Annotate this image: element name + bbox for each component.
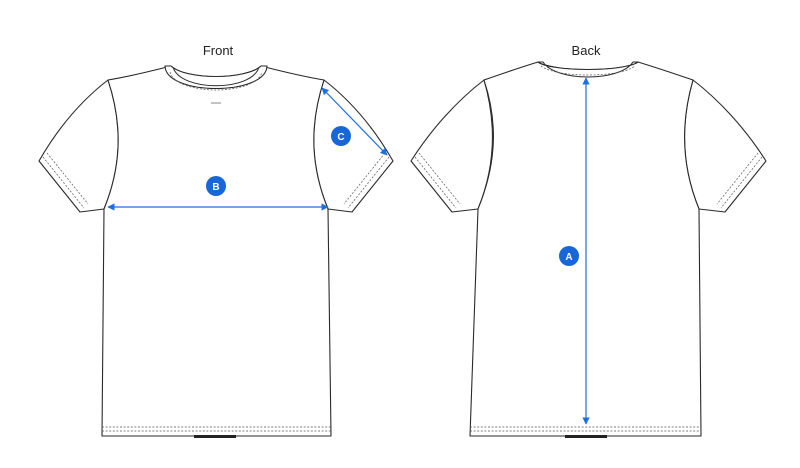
front-left-sleeve	[38, 79, 119, 213]
measurement-b-badge	[206, 176, 226, 196]
back-right-sleeve	[683, 79, 767, 213]
measurement-a-letter: A	[565, 252, 572, 263]
measurement-c: C	[321, 87, 388, 156]
front-collar	[164, 65, 268, 89]
measurement-b-letter: B	[212, 182, 219, 193]
front-tshirt	[38, 65, 394, 438]
back-view-label: Back	[571, 43, 601, 58]
measurement-a: A	[559, 77, 590, 425]
measurement-c-badge	[331, 126, 351, 146]
back-left-sleeve	[410, 79, 494, 213]
front-right-sleeve	[313, 79, 394, 213]
front-view-label: Front	[202, 43, 234, 58]
measurement-a-badge	[559, 246, 579, 266]
measurement-c-letter: C	[337, 132, 344, 143]
measurement-c-line	[321, 87, 388, 156]
back-tshirt	[410, 61, 767, 438]
measurement-b: B	[107, 176, 329, 211]
front-body	[101, 65, 332, 437]
